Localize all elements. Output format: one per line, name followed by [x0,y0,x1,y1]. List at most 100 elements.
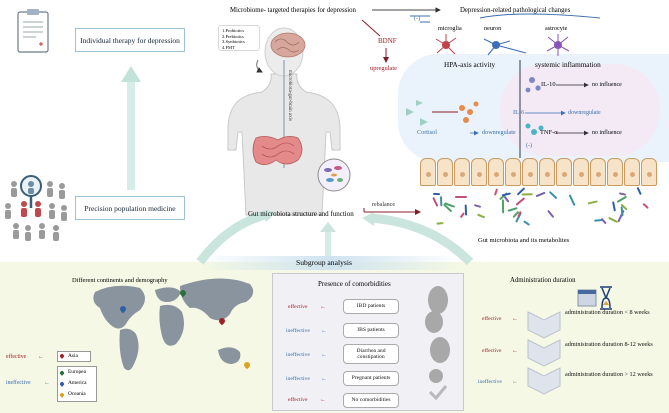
inflammation-label: systemic inflammation [535,61,601,69]
tnf-label: TNF-α [540,129,558,136]
bacterium-icon [546,209,555,219]
duration-arrow-icon: ← [512,379,518,385]
patient-figures [425,286,450,401]
duration-label: administration duration > 12 weeks [565,371,653,378]
il6-label: IL-6 [513,109,525,116]
epithelial-cell [573,158,589,186]
gut-label: Gut microbiota structure and function [248,210,354,218]
tnf-dots [525,123,544,135]
epithelial-cell [437,158,453,186]
bacterium-icon [455,195,468,199]
epithelial-cell [590,158,606,186]
metabolites-label: Gut microbiota and its metabolites [478,237,570,244]
epithelial-cell [488,158,504,186]
epithelial-cell [641,158,657,186]
comorbid-arrow-icon: ← [321,352,327,358]
cortisol-effect: downregulate [482,129,516,136]
legend-america-label: America [68,380,87,386]
il10-effect: no influence [592,82,622,88]
microbe-circle-icon [317,158,351,192]
comorbid-arrow-icon: ← [320,304,326,310]
legend-asia-label: Asia [68,353,78,359]
calendar-icon [577,289,597,307]
legend-arrow-icon: ← [38,354,44,360]
subgroup-band [200,256,460,270]
bacterium-icon [493,188,498,197]
clipboard-icon [17,9,49,53]
bacterium-icon [522,220,530,227]
therapy-item: 1.Probiotics [222,28,245,33]
duration-effect: effective [482,348,502,354]
comorbid-effect: effective [288,397,308,403]
astrocyte-label: astrocyte [545,25,568,32]
comorbid-pill: Diarrhea and constipation [343,344,399,364]
bdnf-label: BDNF [378,37,397,45]
epithelial-cell [624,158,640,186]
therapy-item: 2.Prebiotics [222,33,244,39]
center-up-shaft [325,228,331,256]
comorbid-effect: ineffective [286,328,310,334]
admin-title: Administration duration [510,277,576,284]
bacterium-icon [616,195,628,203]
continents-title: Different continents and demography [72,277,168,284]
il10-label: IL-10 [541,81,556,88]
bacterium-icon [522,192,533,196]
cytokine-panel [500,64,660,156]
depression-changes-title: Depression-related pathological changes [460,7,571,14]
microbiome-title: Microbiome- targeted therapies for depre… [230,7,356,14]
epithelial-cell [454,158,470,186]
microglia-label: microglia [438,25,462,32]
intestine-icon [252,136,303,165]
upregulate-label: upregulate [370,65,397,72]
bacterium-icon [618,192,626,196]
il6-effect: downregulate [568,110,601,116]
therapy-arrow [256,59,263,73]
legend-asia-box [57,351,91,362]
legend-arrow-icon: ← [44,380,50,386]
bacterium-icon [599,218,607,226]
duration-arrow-icon: ← [512,316,518,322]
therapy-item: 3.Synbiotics [222,39,245,44]
bacterium-icon [459,212,465,219]
bacterium-icon [435,221,444,225]
legend-effect-others: ineffective [6,380,31,386]
bacterium-icon [515,196,526,206]
bacterium-icon [476,213,486,220]
bacterium-icon [501,191,511,197]
axis-label: microbiota-gut-brain axis [287,70,292,121]
duration-arrow-icon: ← [512,348,518,354]
subgroup-title: Subgroup analysis [296,258,352,267]
microglia-icon [435,34,457,55]
bacteria-cluster [425,187,660,230]
neuron-label: neuron [484,25,502,32]
minus-top-label: (-) [414,15,421,22]
brain-icon [270,32,306,58]
comorbid-effect: ineffective [286,352,310,358]
bacterium-icon [536,190,547,197]
curved-arrow-left [196,209,271,265]
bacterium-icon [464,204,467,216]
astrocyte-icon [546,34,570,56]
highlighted-people [21,201,41,217]
epithelial-cell [420,158,436,186]
world-map-icon [93,278,254,371]
individual-therapy-box: Individual therapy for depression [75,28,185,52]
bacterium-icon [612,201,617,212]
bacterium-icon [433,192,441,196]
epithelial-cell [607,158,623,186]
cortisol-label: Cortisol [417,129,437,136]
bdnf-diag [361,19,381,37]
il10-dots [525,77,541,93]
comorbid-pill: IBS patients [343,323,399,338]
hourglass-icon [600,286,612,310]
bacterium-icon [567,194,576,207]
duration-effect: ineffective [478,379,502,385]
epithelial-cell [522,158,538,186]
therapy-item: 4.FMT [222,44,235,50]
comorbid-pill: Pregnant patients [343,371,399,386]
magnifier-icon [20,175,42,208]
il6-dots [459,101,479,123]
bacterium-icon [641,202,650,210]
bacterium-icon [432,196,439,208]
bacterium-icon [503,195,510,203]
